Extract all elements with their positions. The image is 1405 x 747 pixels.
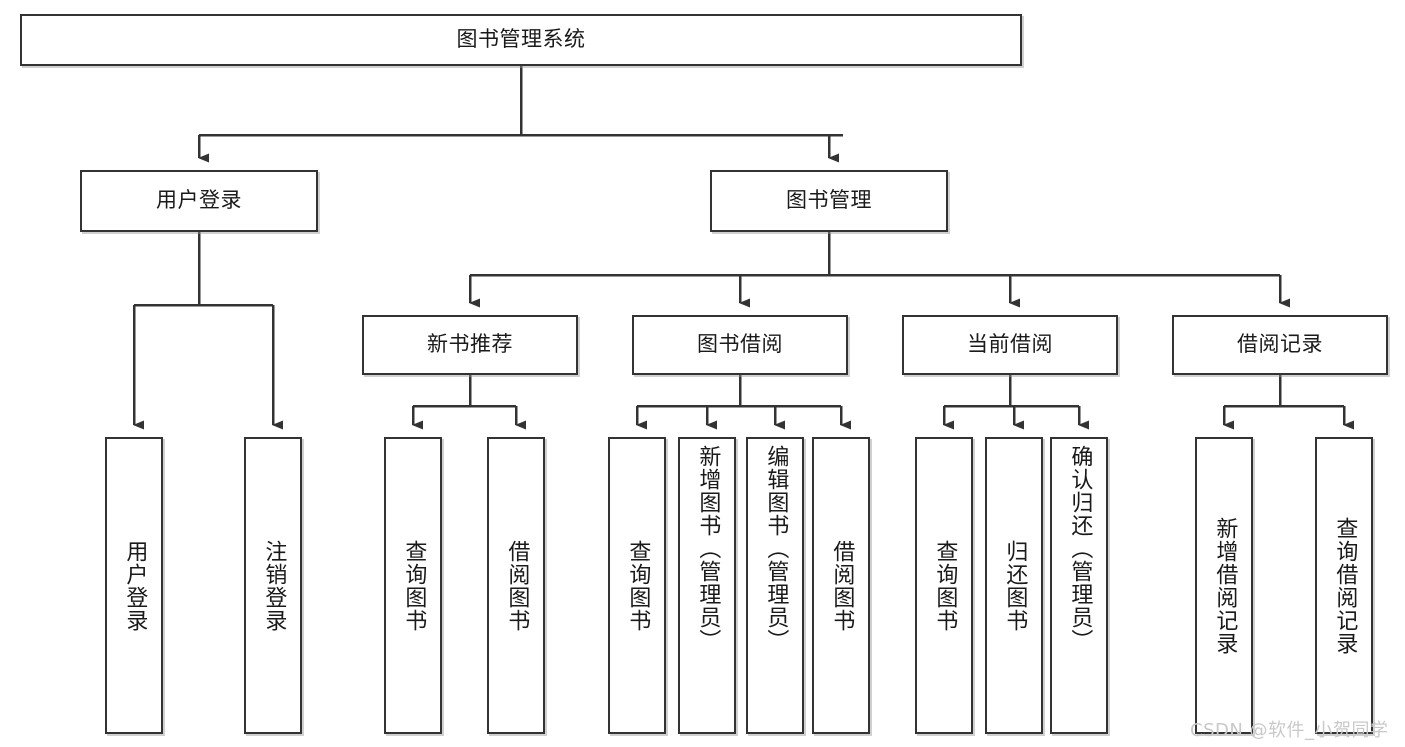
node-leaf-borrow-book-1[interactable]: 借阅图书 [487,437,545,734]
node-borrow-record[interactable]: 借阅记录 [1172,315,1388,375]
node-leaf-user-login[interactable]: 用户登录 [105,437,163,734]
node-leaf-logout-login-label: 注销登录 [261,539,287,632]
node-book-borrow-label: 图书借阅 [697,332,783,357]
node-current-borrow-label: 当前借阅 [967,332,1053,357]
node-borrow-record-label: 借阅记录 [1237,332,1323,357]
node-leaf-query-book-2[interactable]: 查询图书 [608,437,666,734]
node-leaf-edit-book-admin-label: 编辑图书（管理员） [763,445,789,652]
node-leaf-return-book[interactable]: 归还图书 [985,437,1043,734]
node-leaf-confirm-return-admin[interactable]: 确认归还（管理员） [1050,437,1108,734]
node-leaf-query-book-3[interactable]: 查询图书 [915,437,973,734]
node-leaf-query-book-1[interactable]: 查询图书 [384,437,442,734]
node-leaf-borrow-book-2-label: 借阅图书 [829,539,855,632]
node-leaf-query-borrow-record[interactable]: 查询借阅记录 [1315,437,1373,734]
node-book-manage[interactable]: 图书管理 [710,170,948,232]
node-leaf-add-borrow-record[interactable]: 新增借阅记录 [1195,437,1253,734]
node-leaf-add-borrow-record-label: 新增借阅记录 [1212,516,1238,655]
node-leaf-borrow-book-2[interactable]: 借阅图书 [812,437,870,734]
node-leaf-return-book-label: 归还图书 [1002,539,1028,632]
node-leaf-logout-login[interactable]: 注销登录 [244,437,302,734]
node-book-borrow[interactable]: 图书借阅 [632,315,848,375]
node-new-book-recommend[interactable]: 新书推荐 [362,315,578,375]
node-current-borrow[interactable]: 当前借阅 [902,315,1118,375]
node-root-system-label: 图书管理系统 [456,27,586,52]
node-leaf-borrow-book-1-label: 借阅图书 [504,539,530,632]
node-leaf-user-login-label: 用户登录 [122,539,148,632]
node-leaf-query-book-3-label: 查询图书 [932,539,958,632]
node-book-manage-label: 图书管理 [786,188,872,213]
node-leaf-query-book-1-label: 查询图书 [401,539,427,632]
node-leaf-add-book-admin-label: 新增图书（管理员） [695,445,721,652]
node-user-login[interactable]: 用户登录 [80,170,318,232]
node-new-book-recommend-label: 新书推荐 [427,332,513,357]
node-leaf-add-book-admin[interactable]: 新增图书（管理员） [678,437,736,734]
node-leaf-edit-book-admin[interactable]: 编辑图书（管理员） [746,437,804,734]
node-leaf-query-borrow-record-label: 查询借阅记录 [1332,516,1358,655]
node-user-login-label: 用户登录 [156,188,242,213]
node-leaf-confirm-return-admin-label: 确认归还（管理员） [1067,445,1093,652]
node-leaf-query-book-2-label: 查询图书 [625,539,651,632]
node-root-system[interactable]: 图书管理系统 [20,14,1022,66]
